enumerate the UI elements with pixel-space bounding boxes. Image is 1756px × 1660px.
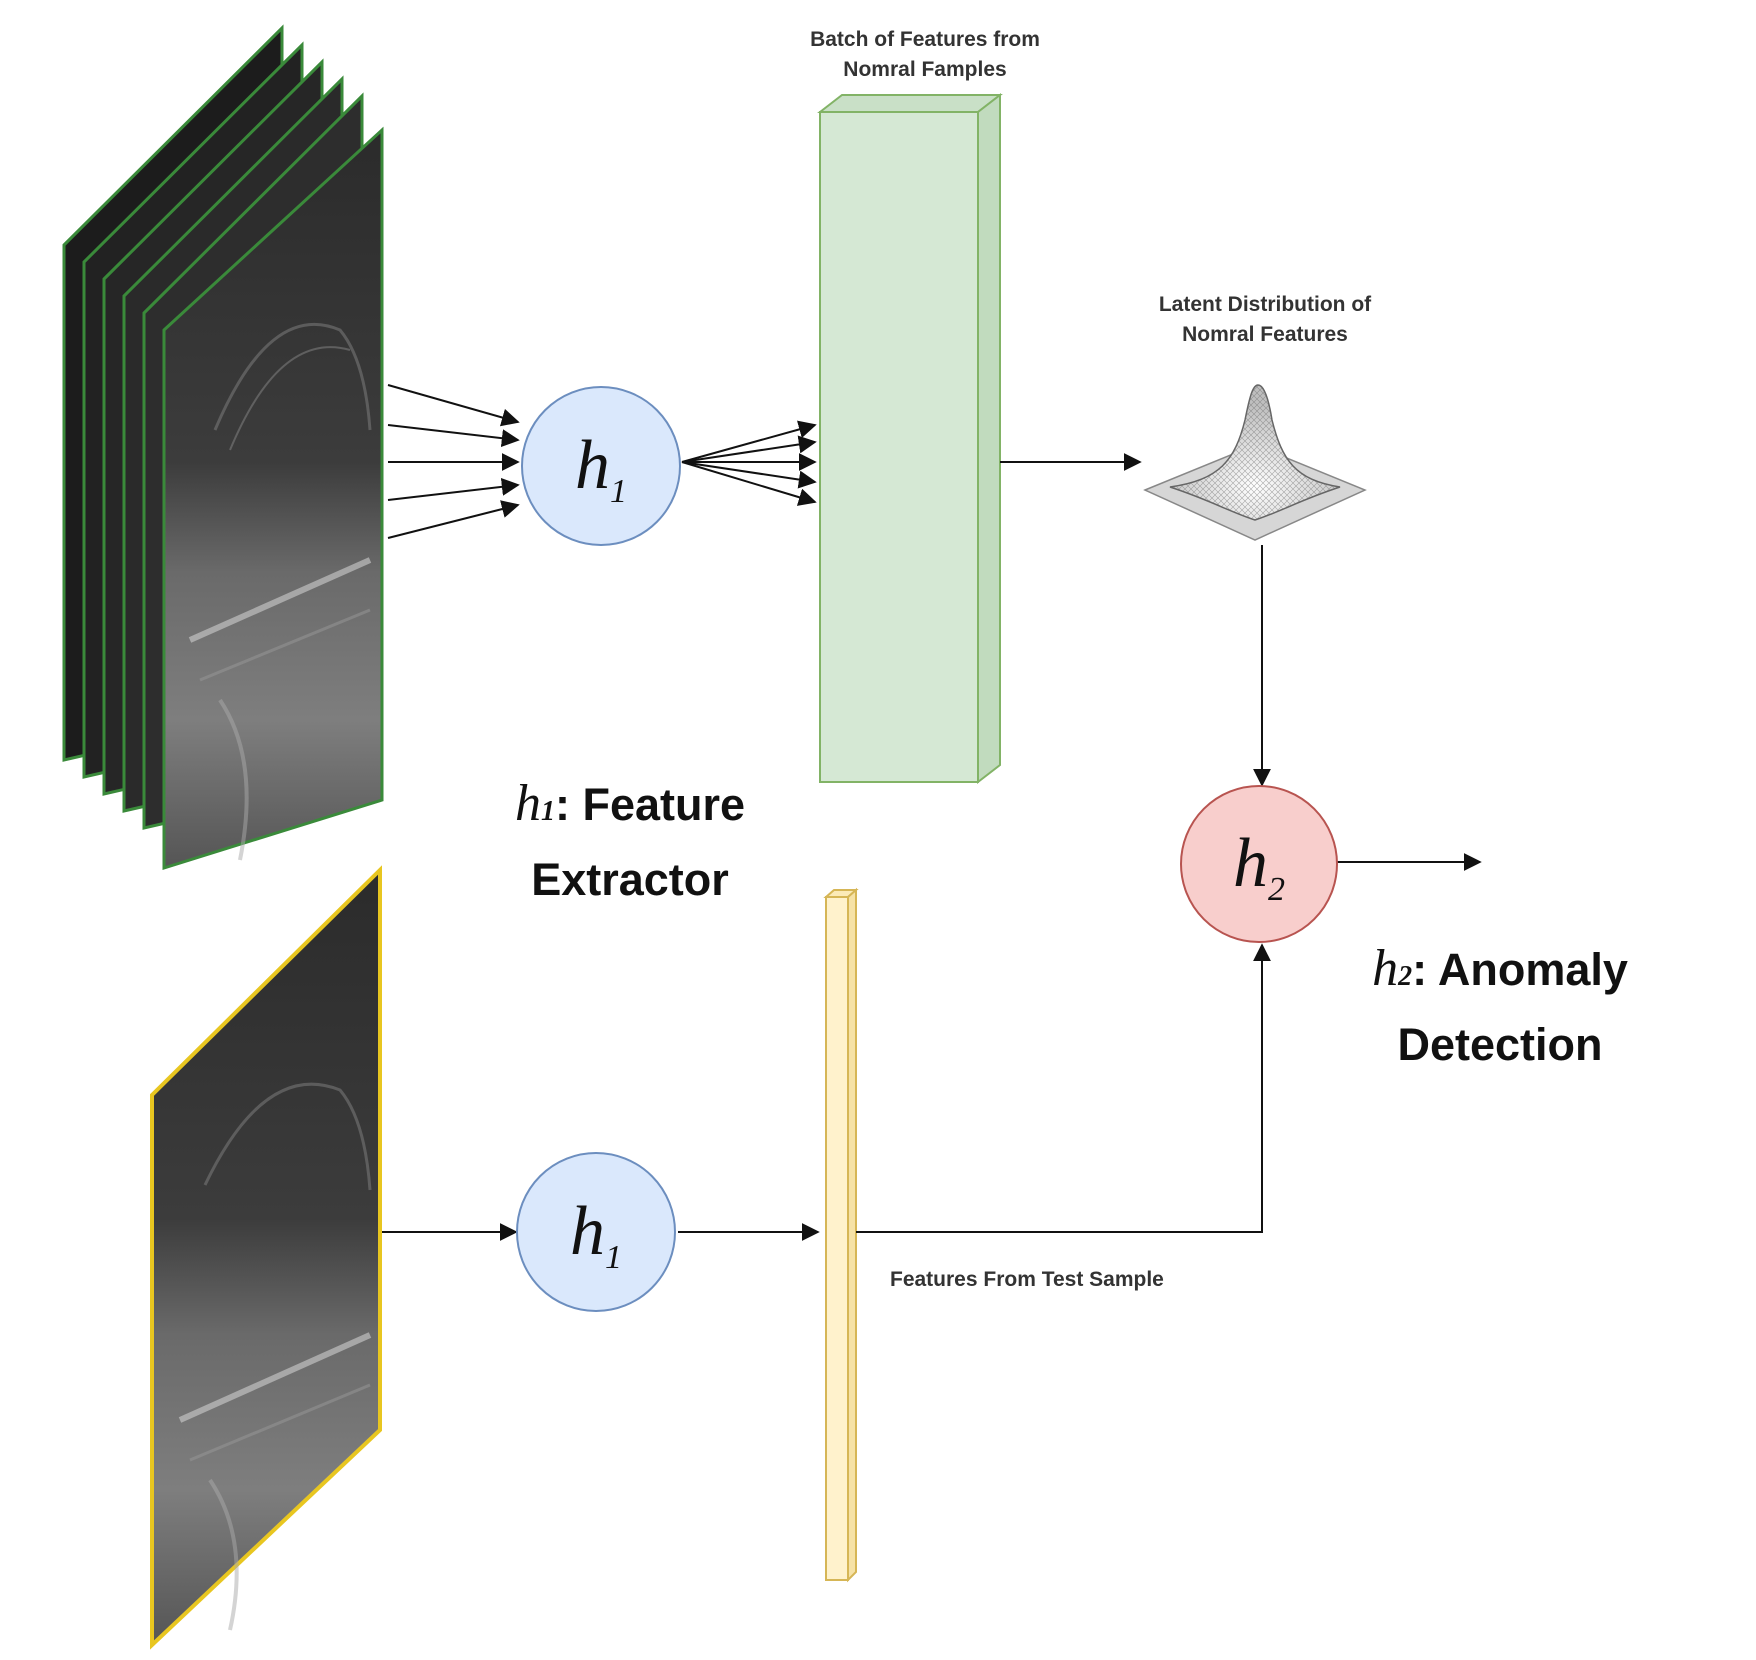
h1-node-top: h1 [521,386,681,546]
h2-caption-symbol: h [1372,940,1399,997]
test-features-label: Features From Test Sample [890,1268,1164,1291]
batch-features-label: Batch of Features from Nomral Famples [810,28,1040,81]
h1-to-batch-arrows [681,420,817,506]
h1-node-bottom: h1 [516,1152,676,1312]
h1-caption: h1: Feature Extractor [470,770,790,914]
h1-node-label: h1 [575,427,627,510]
test-features-bar [823,887,859,1583]
h2-node-label: h2 [1233,825,1285,908]
latent-distribution-label: Latent Distribution of Nomral Features [1158,293,1372,346]
stack-frame-front [162,126,384,871]
test-image-icon [150,865,382,1650]
h1-node-label: h1 [570,1193,622,1276]
h1-caption-sub: 1 [540,796,555,827]
test-bar-to-h2-arrow [856,943,1271,1233]
gaussian-surface-icon [1143,384,1367,541]
normal-image-stack-icon [62,24,384,871]
h2-caption-text: : Anomaly Detection [1397,944,1628,1070]
stack-to-h1-arrows [387,384,520,539]
h2-caption-sub: 2 [1398,961,1413,992]
h2-node: h2 [1180,785,1338,943]
h1-caption-symbol: h [514,775,541,832]
batch-features-bar [817,92,1003,785]
h1-caption-text: : Feature Extractor [531,779,746,905]
h2-caption: h2: Anomaly Detection [1340,935,1660,1079]
